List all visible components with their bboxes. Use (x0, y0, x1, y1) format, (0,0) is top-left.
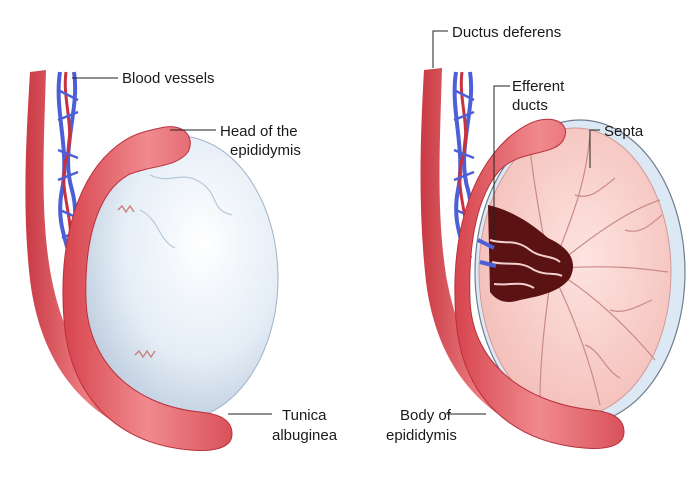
label-body-line1: Body of (400, 407, 452, 424)
label-ductus-deferens-text: Ductus deferens (452, 24, 561, 41)
left-ductus-deferens (25, 70, 151, 438)
label-ductus-deferens: Ductus deferens (432, 24, 561, 68)
right-ductus-deferens (420, 68, 546, 438)
label-head-line2: epididymis (230, 142, 301, 159)
label-body-line2: epididymis (386, 427, 457, 444)
label-head-line1: Head of the (220, 123, 298, 140)
label-blood-vessels-text: Blood vessels (122, 70, 215, 87)
left-epididymis (62, 126, 233, 451)
label-septa: Septa (589, 123, 644, 168)
label-head-epididymis: Head of the epididymis (170, 123, 301, 159)
rete-testis (488, 205, 574, 303)
right-figure (420, 68, 686, 449)
label-body-epididymis: Body of epididymis (386, 407, 486, 444)
label-tunica-line2: albuginea (272, 427, 338, 444)
label-efferent-line2: ducts (512, 97, 548, 114)
label-efferent-ducts: Efferent ducts (493, 78, 565, 240)
label-tunica-albuginea: Tunica albuginea (228, 407, 338, 444)
label-septa-text: Septa (604, 123, 644, 140)
right-epididymis (454, 118, 625, 449)
label-blood-vessels: Blood vessels (72, 70, 215, 87)
left-figure (25, 70, 279, 451)
label-efferent-line1: Efferent (512, 78, 565, 95)
label-tunica-line1: Tunica (282, 407, 327, 424)
efferent-ducts (489, 239, 563, 289)
